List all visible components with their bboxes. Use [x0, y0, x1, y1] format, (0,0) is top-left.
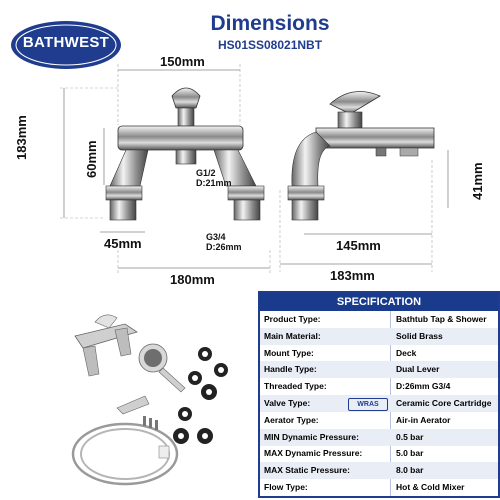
spec-label: Product Type: — [264, 314, 321, 324]
dim-thread-half-2: D:21mm — [196, 178, 232, 188]
spec-row: MAX Dynamic Pressure: 5.0 bar — [260, 445, 498, 462]
spec-row: MIN Dynamic Pressure: 0.5 bar — [260, 428, 498, 446]
model-number: HS01SS08021NBT — [217, 38, 323, 52]
bathwest-logo — [11, 21, 121, 69]
dim-total-height: 183mm — [14, 115, 29, 160]
spec-value: Dual Lever — [396, 364, 440, 375]
spec-label: Mount Type: — [264, 347, 314, 358]
spec-value: Bathtub Tap & Shower — [396, 314, 487, 324]
spec-row: Handle Type: Dual Lever — [260, 361, 498, 379]
spec-value: Hot & Cold Mixer — [396, 482, 465, 492]
spec-row: Product Type: Bathtub Tap & Shower — [260, 311, 498, 328]
spec-label: Threaded Type: — [264, 381, 327, 392]
spec-value: Solid Brass — [396, 330, 443, 341]
spec-label: Flow Type: — [264, 482, 308, 492]
spec-row: Mount Type: Deck — [260, 345, 498, 362]
spec-label: MIN Dynamic Pressure: — [264, 431, 359, 442]
spec-label: Aerator Type: — [264, 414, 319, 425]
dim-thread-34-1: G3/4 — [206, 232, 226, 242]
dim-top-width: 150mm — [160, 54, 205, 69]
spec-value: D:26mm G3/4 — [396, 381, 451, 392]
dim-side-height: 41mm — [470, 162, 485, 200]
logo-text: BATHWEST — [22, 34, 110, 51]
dim-base-width: 45mm — [104, 236, 142, 251]
spec-value: Air-in Aerator — [396, 414, 451, 425]
spec-label: Main Material: — [264, 330, 321, 341]
spec-heading: SPECIFICATION — [260, 293, 498, 311]
spec-label: MAX Static Pressure: — [264, 465, 350, 476]
dim-thread-34-2: D:26mm — [206, 242, 242, 252]
product-photo — [71, 314, 228, 486]
spec-row: Flow Type: Hot & Cold Mixer — [260, 479, 498, 496]
spec-value: Deck — [396, 347, 417, 358]
spec-label: Valve Type: — [264, 398, 311, 408]
spec-row: Main Material: Solid Brass — [260, 327, 498, 345]
spec-row: MAX Static Pressure: 8.0 bar — [260, 462, 498, 480]
technical-drawing — [60, 64, 449, 275]
spec-value: 8.0 bar — [396, 465, 424, 476]
dim-body-height: 60mm — [84, 140, 99, 178]
spec-label: MAX Dynamic Pressure: — [264, 448, 363, 459]
specification-table: SPECIFICATION Product Type: Bathtub Tap &… — [258, 291, 500, 498]
spec-row: Threaded Type: D:26mm G3/4 — [260, 378, 498, 395]
wras-badge: WRAS — [348, 398, 388, 411]
spec-value: Ceramic Core Cartridge — [396, 398, 492, 408]
side-view — [279, 91, 449, 272]
spec-row: Valve Type: Ceramic Core Cartridge WRAS — [260, 395, 498, 412]
spec-label: Handle Type: — [264, 364, 317, 375]
dim-side-reach: 145mm — [336, 238, 381, 253]
dim-side-total: 183mm — [330, 268, 375, 283]
dim-overall-width: 180mm — [170, 272, 215, 287]
front-view — [60, 64, 271, 275]
spec-value: 0.5 bar — [396, 431, 424, 442]
dim-thread-half-1: G1/2 — [196, 168, 216, 178]
spec-value: 5.0 bar — [396, 448, 424, 459]
spec-row: Aerator Type: Air-in Aerator — [260, 412, 498, 429]
page-title: Dimensions — [210, 12, 330, 35]
